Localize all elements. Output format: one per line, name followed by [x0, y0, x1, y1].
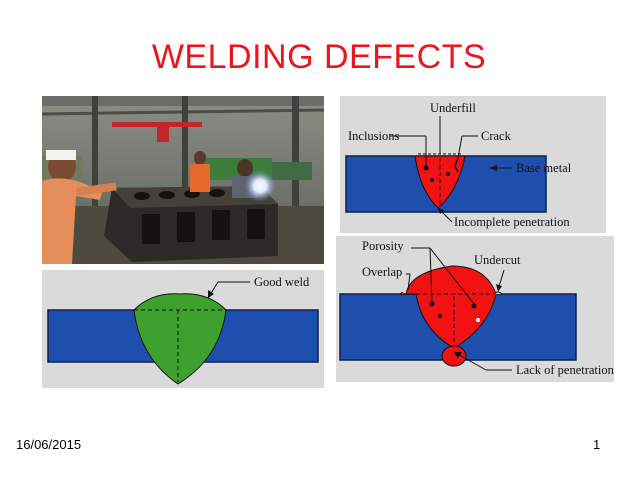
slide-date: 16/06/2015 — [16, 437, 82, 452]
welders-photo — [42, 96, 324, 264]
weld-defects-diagram-bottom: Porosity Overlap Undercut Lack of penetr… — [336, 236, 614, 382]
label-underfill: Underfill — [430, 101, 476, 115]
weld-defects-diagram-top: Underfill Inclusions Crack Base metal In… — [340, 96, 606, 233]
slide-page-number: 1 — [593, 437, 601, 452]
label-base-metal: Base metal — [516, 161, 572, 175]
label-inclusions: Inclusions — [348, 129, 400, 143]
label-overlap: Overlap — [362, 265, 402, 279]
good-weld-diagram: Good weld — [42, 270, 324, 388]
label-lack-of-penetration: Lack of penetration — [516, 363, 614, 377]
label-incomplete-penetration: Incomplete penetration — [454, 215, 570, 229]
label-good-weld: Good weld — [254, 275, 310, 289]
label-crack: Crack — [481, 129, 512, 143]
label-porosity: Porosity — [362, 239, 404, 253]
slide-title: WELDING DEFECTS — [151, 38, 487, 76]
label-undercut: Undercut — [474, 253, 521, 267]
